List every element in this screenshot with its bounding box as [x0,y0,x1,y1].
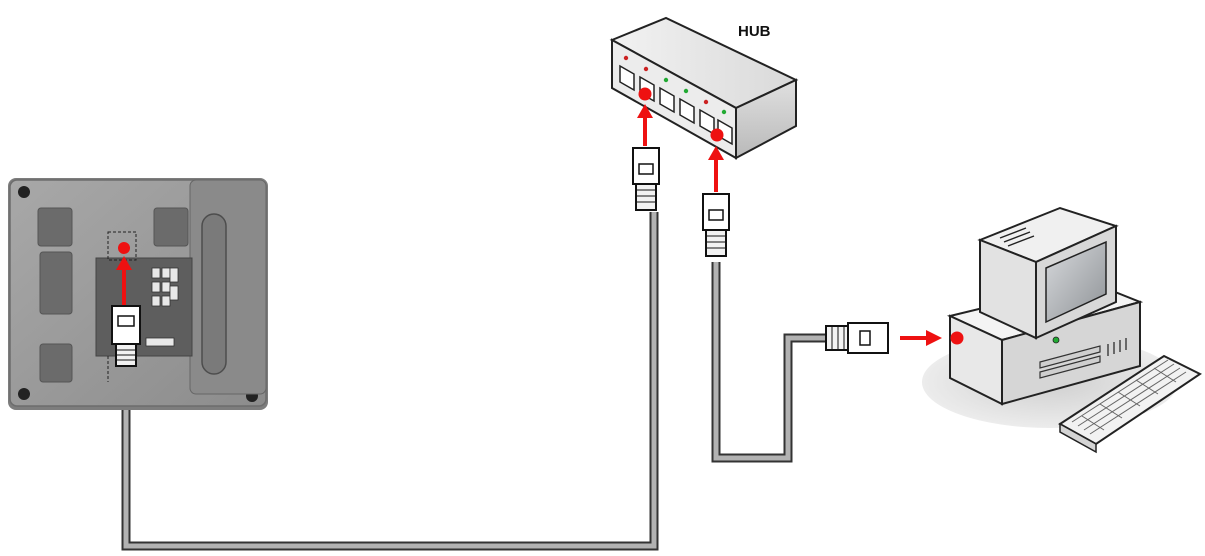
port-dot-icon [118,242,130,254]
port-dot-icon [710,128,724,142]
rj45-plug-icon [111,305,141,367]
cable-hub-to-computer [711,262,828,463]
foot-bottom-left [39,343,73,383]
screw-bottom-left [18,388,30,400]
foot-top-left [37,207,73,247]
network-hub: HUB [609,16,799,160]
cable-terminal-to-hub [121,212,659,551]
screw-top-left [18,186,30,198]
port-dot-icon [950,331,964,345]
desktop-computer [922,206,1202,454]
foot-top-right [153,207,189,247]
arrow-up-icon [708,146,724,192]
hub-led [623,55,727,115]
pin-header [145,267,175,347]
foot-mid-left [39,251,73,315]
keyboard [1058,354,1202,454]
monitor-screen [1045,240,1107,324]
port-dot-icon [638,87,652,101]
rj45-plug-icon [702,193,730,257]
arrow-right-icon [900,330,942,346]
hub-label: HUB [738,23,771,40]
rj45-plug-icon [825,322,889,354]
rj45-plug-icon [632,147,660,211]
arrow-up-icon [637,104,653,146]
arrow-up-icon [116,256,132,310]
device-back-panel [8,178,268,410]
